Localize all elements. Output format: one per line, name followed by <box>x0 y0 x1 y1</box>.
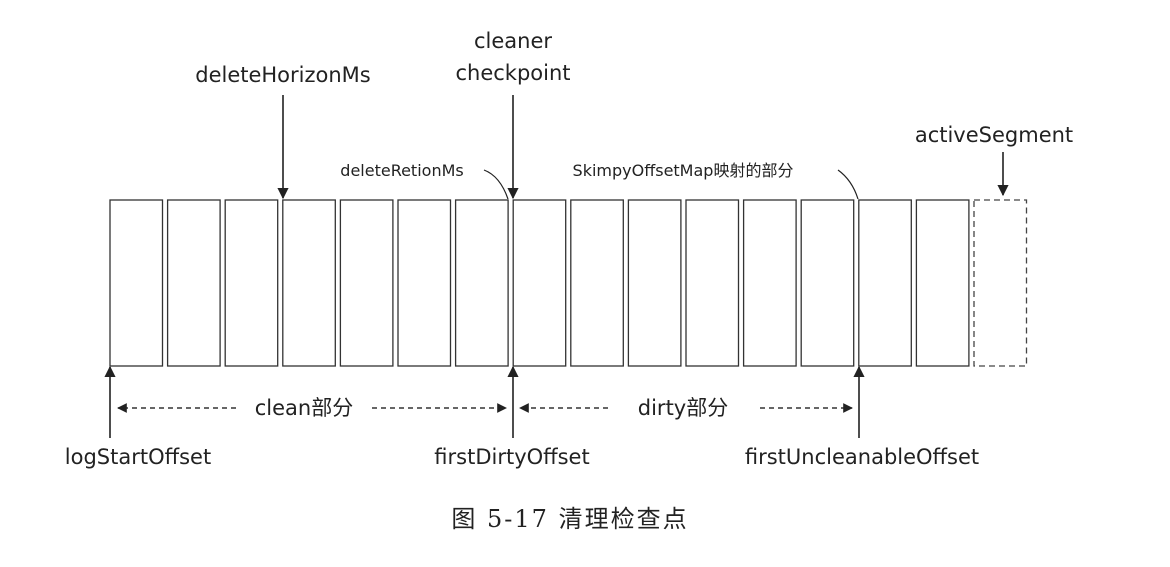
log-segment <box>858 199 912 367</box>
first-dirty-offset-label: firstDirtyOffset <box>434 445 589 469</box>
log-segment <box>570 199 624 367</box>
log-segment <box>454 199 509 367</box>
dirty-range-label: dirty部分 <box>638 396 728 420</box>
log-segment <box>627 199 682 367</box>
log-segment <box>915 199 970 367</box>
cleaner-checkpoint-label-line2: checkpoint <box>455 61 570 85</box>
log-segment <box>512 199 567 367</box>
log-start-offset-label: logStartOffset <box>65 445 211 469</box>
delete-horizon-label: deleteHorizonMs <box>195 63 371 87</box>
delete-retention-label: deleteRetionMs <box>340 161 463 180</box>
first-uncleanable-offset-label: firstUncleanableOffset <box>745 445 979 469</box>
active-segment <box>973 199 1028 367</box>
log-segment <box>282 199 336 367</box>
figure-caption: 图 5-17 清理检查点 <box>451 505 688 533</box>
log-segment <box>224 199 279 367</box>
log-segment <box>109 199 164 367</box>
log-segment <box>685 199 740 367</box>
log-segments <box>109 199 1028 367</box>
clean-range-label: clean部分 <box>255 396 353 420</box>
cleaner-checkpoint-label-line1: cleaner <box>474 29 552 53</box>
active-segment-label: activeSegment <box>915 123 1073 147</box>
log-segment <box>339 199 394 367</box>
skimpy-offset-map-label: SkimpyOffsetMap映射的部分 <box>573 161 794 180</box>
log-segment <box>742 199 797 367</box>
log-segment <box>166 199 221 367</box>
log-segment <box>800 199 855 367</box>
delete-retention-leader <box>483 169 509 200</box>
log-segment <box>397 199 452 367</box>
skimpy-offset-map-leader <box>837 169 859 200</box>
